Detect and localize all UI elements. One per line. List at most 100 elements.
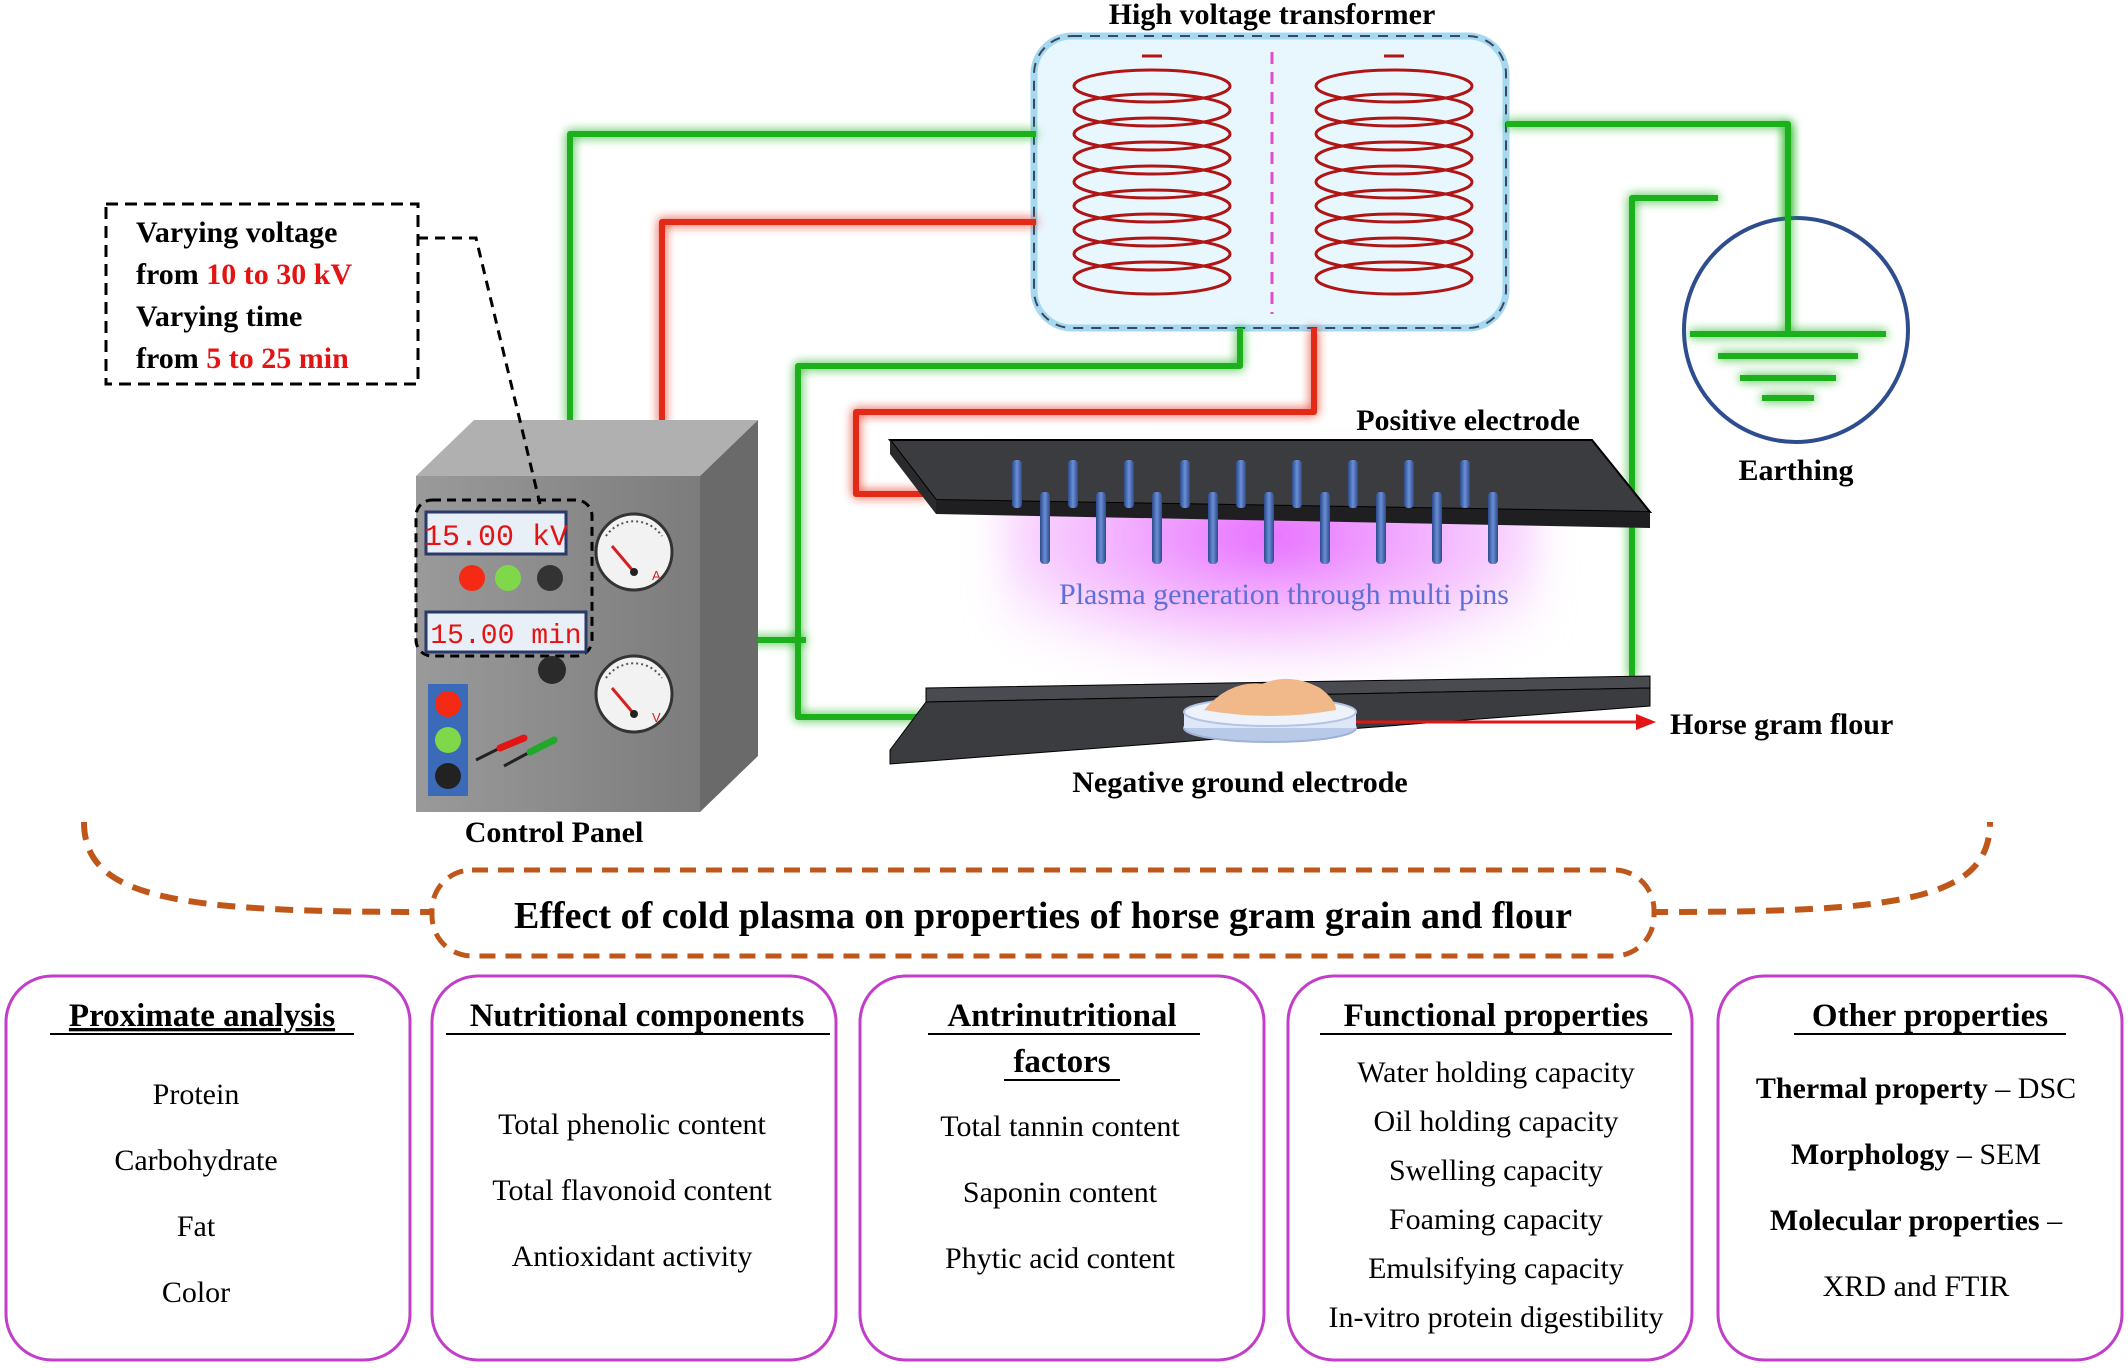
svg-text:Thermal property – DSC: Thermal property – DSC	[1756, 1072, 2076, 1105]
morphology-label: Morphology	[1791, 1138, 1949, 1171]
control-panel-top	[416, 420, 758, 476]
functional-item: Swelling capacity	[1389, 1154, 1603, 1187]
transformer-casing-dash	[1033, 35, 1507, 329]
banner-text: Effect of cold plasma on properties of h…	[514, 895, 1572, 937]
svg-text:Morphology – SEM: Morphology – SEM	[1791, 1138, 2041, 1171]
control-panel-label: Control Panel	[465, 816, 644, 849]
positive-electrode-label: Positive electrode	[1356, 404, 1580, 437]
molecular-label: Molecular properties	[1770, 1204, 2040, 1237]
antinutritional-item: Phytic acid content	[945, 1242, 1176, 1275]
note-line-1: Varying voltage	[136, 216, 337, 249]
note-connector-line	[418, 236, 542, 505]
banner-box	[429, 867, 1657, 959]
box-other-properties: Other properties Thermal property – DSC …	[1716, 974, 2124, 1362]
note-time-range: 5 to 25 min	[206, 342, 349, 375]
transformer-casing	[1030, 32, 1510, 332]
svg-text:Varying time: Varying time	[136, 300, 302, 333]
svg-text:from 5 to 25 min: from 5 to 25 min	[136, 342, 349, 375]
electrode-pin	[1096, 492, 1106, 564]
morphology-value: – SEM	[1949, 1138, 2041, 1171]
coil-turn	[1072, 68, 1232, 104]
coil-turn	[1072, 92, 1232, 128]
coil-turn	[1314, 140, 1474, 176]
coil-turn	[1072, 188, 1232, 224]
electrode-pin	[1264, 492, 1274, 564]
other-title: Other properties	[1812, 998, 2048, 1034]
coil-turn	[1072, 260, 1232, 296]
functional-item: Emulsifying capacity	[1368, 1252, 1624, 1285]
svg-text:Varying voltage: Varying voltage	[136, 216, 337, 249]
black-knob[interactable]	[537, 565, 563, 591]
thermal-value: – DSC	[1988, 1072, 2076, 1105]
antinutritional-item: Saponin content	[963, 1176, 1158, 1209]
functional-item: Foaming capacity	[1389, 1203, 1603, 1236]
svg-text:from 10 to 30 kV: from 10 to 30 kV	[136, 258, 352, 291]
thermal-label: Thermal property	[1756, 1072, 1988, 1105]
coil-turn	[1072, 212, 1232, 248]
electrode-pin	[1152, 492, 1162, 564]
electrode-pin	[1320, 492, 1330, 564]
plasma-label: Plasma generation through multi pins	[1059, 578, 1509, 611]
molecular-line2: XRD and FTIR	[1823, 1270, 2010, 1303]
voltage-display-text: 15.00 kV	[424, 521, 568, 555]
coil-turn	[1314, 212, 1474, 248]
box-functional-properties: Functional properties Water holding capa…	[1286, 974, 1694, 1362]
electrode-pin	[1488, 492, 1498, 564]
red-indicator-light[interactable]	[459, 565, 485, 591]
control-panel-side	[700, 420, 758, 812]
time-display	[424, 610, 588, 654]
electrode-pin	[1460, 460, 1470, 508]
proximate-item: Fat	[177, 1210, 216, 1243]
box-proximate-analysis: Proximate analysis Protein Carbohydrate …	[4, 974, 412, 1362]
coil-turn	[1314, 236, 1474, 272]
coil-turn	[1314, 260, 1474, 296]
ammeter-gauge	[594, 512, 674, 592]
coil-turn	[1314, 116, 1474, 152]
nutritional-title: Nutritional components	[470, 998, 805, 1034]
note-line-2-prefix: from	[136, 258, 206, 291]
electrode-pin	[1236, 460, 1246, 508]
note-voltage-range: 10 to 30 kV	[206, 258, 352, 291]
strip-red-light	[435, 691, 461, 717]
svg-text:Molecular properties –: Molecular properties –	[1770, 1204, 2063, 1237]
parameters-note-box	[104, 202, 420, 386]
earth-symbol-icon	[1690, 124, 1886, 401]
sample-dish	[1183, 678, 1357, 743]
sample-label: Horse gram flour	[1670, 708, 1893, 741]
electrode-pin	[1012, 460, 1022, 508]
black-button[interactable]	[538, 656, 566, 684]
nutritional-item: Antioxidant activity	[512, 1240, 753, 1273]
nutritional-item: Total phenolic content	[498, 1108, 766, 1141]
negative-electrode-label: Negative ground electrode	[1072, 766, 1408, 799]
coil-turn	[1314, 92, 1474, 128]
green-indicator-light[interactable]	[495, 565, 521, 591]
coil-turn	[1314, 188, 1474, 224]
earthing-label: Earthing	[1738, 454, 1853, 487]
coil-turn	[1072, 164, 1232, 200]
functional-item: In-vitro protein digestibility	[1329, 1301, 1664, 1334]
electrode-pin	[1348, 460, 1358, 508]
coil-turn	[1072, 116, 1232, 152]
functional-title: Functional properties	[1344, 998, 1649, 1034]
proximate-item: Protein	[153, 1078, 240, 1111]
coil-turn	[1314, 164, 1474, 200]
voltmeter-gauge	[594, 654, 674, 734]
transformer-label: High voltage transformer	[1109, 0, 1436, 31]
test-probes-icon	[475, 734, 558, 768]
antinutritional-item: Total tannin content	[940, 1110, 1180, 1143]
box-nutritional-components: Nutritional components Total phenolic co…	[430, 974, 838, 1362]
proximate-title: Proximate analysis	[69, 998, 335, 1034]
proximate-item: Color	[162, 1276, 230, 1309]
time-display-text: 15.00 min	[430, 621, 581, 652]
nutritional-item: Total flavonoid content	[492, 1174, 772, 1207]
electrode-pin	[1292, 460, 1302, 508]
electrode-pin	[1404, 460, 1414, 508]
electrode-pin	[1068, 460, 1078, 508]
strip-black-light	[435, 763, 461, 789]
coil-turn	[1072, 140, 1232, 176]
strip-green-light	[435, 727, 461, 753]
proximate-item: Carbohydrate	[114, 1144, 277, 1177]
note-line-3: Varying time	[136, 300, 302, 333]
coil-turn	[1314, 68, 1474, 104]
